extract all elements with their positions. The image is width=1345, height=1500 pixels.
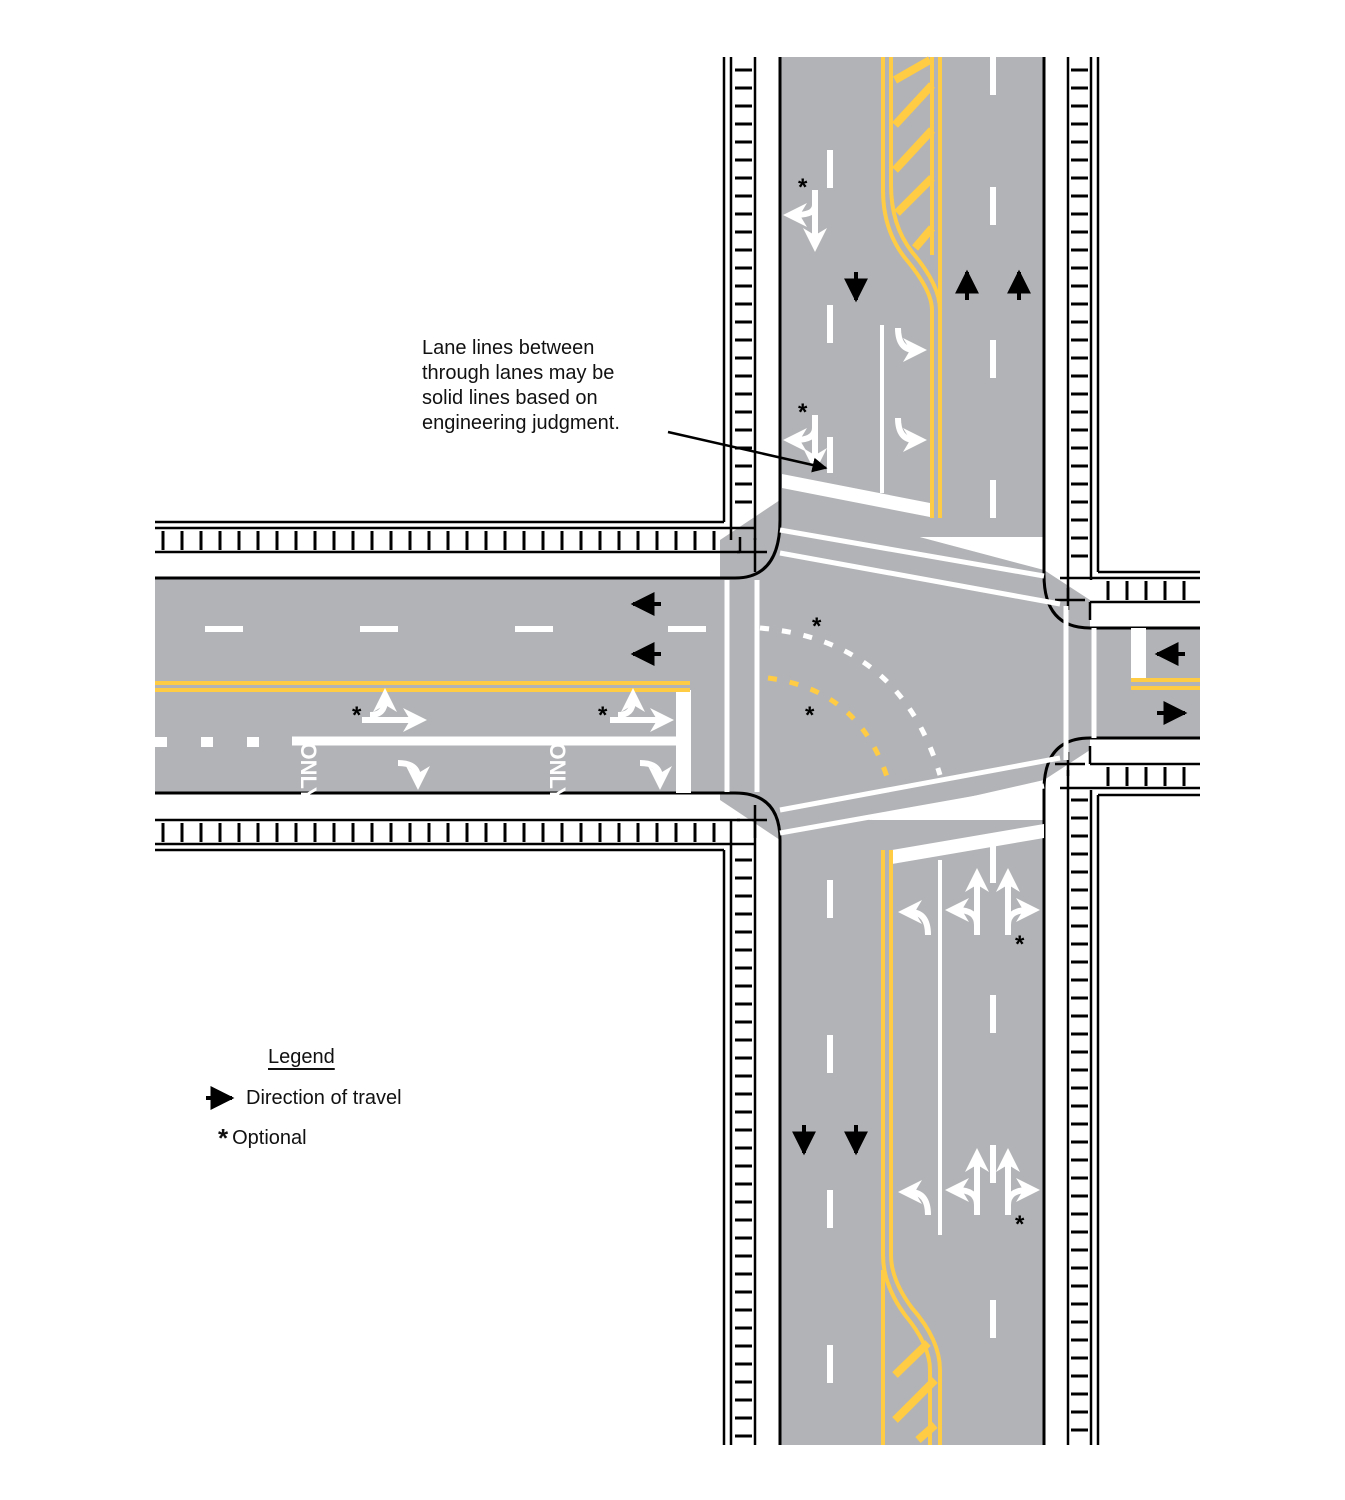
asterisk-icon: * xyxy=(812,613,822,640)
lane-lines xyxy=(205,57,996,1383)
lane-dash xyxy=(827,437,833,473)
right-turn-arrow-west-2 xyxy=(639,760,672,790)
right-turn-arrow-west-1 xyxy=(397,760,430,790)
lane-dash xyxy=(990,995,996,1033)
asterisk-icon: * xyxy=(218,1123,229,1153)
left-turn-arrow-south-1 xyxy=(898,900,931,936)
through-uturn-arrow-west-2 xyxy=(610,688,674,732)
asterisk-icon: * xyxy=(805,702,815,729)
through-right-arrow-south-2 xyxy=(996,1148,1040,1215)
lane-dash xyxy=(668,626,706,632)
sidewalk-south-west xyxy=(155,820,757,1445)
left-turn-arrow-south-2 xyxy=(898,1180,931,1216)
sidewalk-ticks xyxy=(161,68,1186,1438)
asterisk-icon: * xyxy=(798,174,808,201)
lane-dash xyxy=(827,1190,833,1228)
hatched-median xyxy=(892,56,938,1443)
only-word-marking-1: ONLY xyxy=(296,742,321,801)
legend-item-optional: * Optional xyxy=(218,1123,307,1154)
asterisk-icon: * xyxy=(798,399,808,426)
asterisk-icon: * xyxy=(1015,931,1025,958)
lane-dash xyxy=(990,340,996,378)
crosswalks xyxy=(724,527,1097,836)
legend-label: Direction of travel xyxy=(246,1087,402,1109)
lane-dash xyxy=(515,626,553,632)
left-turn-arrow-north-1 xyxy=(895,327,927,362)
stop-lines xyxy=(676,474,1146,864)
sidewalk-east xyxy=(1060,576,1200,790)
solid-lane-lines xyxy=(292,325,942,1235)
lane-dash xyxy=(990,1300,996,1338)
through-right-arrow-south-1 xyxy=(996,868,1040,935)
asterisk-icon: * xyxy=(352,702,362,729)
sidewalk-north-west xyxy=(155,57,757,540)
yellow-centerlines xyxy=(155,57,1200,1445)
lane-dash xyxy=(205,626,243,632)
lane-dash xyxy=(827,1345,833,1383)
direction-arrows xyxy=(630,269,1188,1156)
lane-dash xyxy=(827,305,833,343)
lane-dash xyxy=(990,1145,996,1183)
left-through-arrow-north-2 xyxy=(783,415,827,472)
left-through-arrow-north-1 xyxy=(783,190,827,252)
asterisk-icon: * xyxy=(1015,1211,1025,1238)
lane-dash xyxy=(990,845,996,883)
sidewalk-west xyxy=(155,526,755,846)
callout-note: Lane lines between through lanes may be … xyxy=(422,337,620,434)
dotted-extension xyxy=(155,737,259,747)
left-turn-arrow-north-2 xyxy=(895,417,927,452)
through-uturn-arrow-west-1 xyxy=(362,688,427,732)
optional-asterisks: * * * * * * * * xyxy=(352,174,1025,1238)
lane-dash xyxy=(827,1035,833,1073)
curb-lines xyxy=(155,57,1200,1445)
lane-dash xyxy=(360,626,398,632)
lane-dash xyxy=(827,880,833,918)
only-word-marking-2: ONLY xyxy=(545,742,570,801)
left-through-arrow-south-1 xyxy=(945,868,989,935)
legend-label: Optional xyxy=(232,1127,307,1149)
lane-dash xyxy=(827,150,833,188)
sidewalk-north-east xyxy=(1066,57,1200,600)
left-through-arrow-south-2 xyxy=(945,1148,989,1215)
lane-dash xyxy=(990,57,996,95)
sidewalk-south-east xyxy=(1066,770,1200,1445)
pavement xyxy=(155,57,1200,1445)
legend-item-direction: Direction of travel xyxy=(206,1087,402,1110)
lane-dash xyxy=(990,187,996,225)
lane-dash xyxy=(990,480,996,518)
asterisk-icon: * xyxy=(598,702,608,729)
callout-leader-line xyxy=(667,430,828,473)
lane-use-arrows xyxy=(362,190,1040,1216)
legend-title: Legend xyxy=(268,1046,335,1068)
